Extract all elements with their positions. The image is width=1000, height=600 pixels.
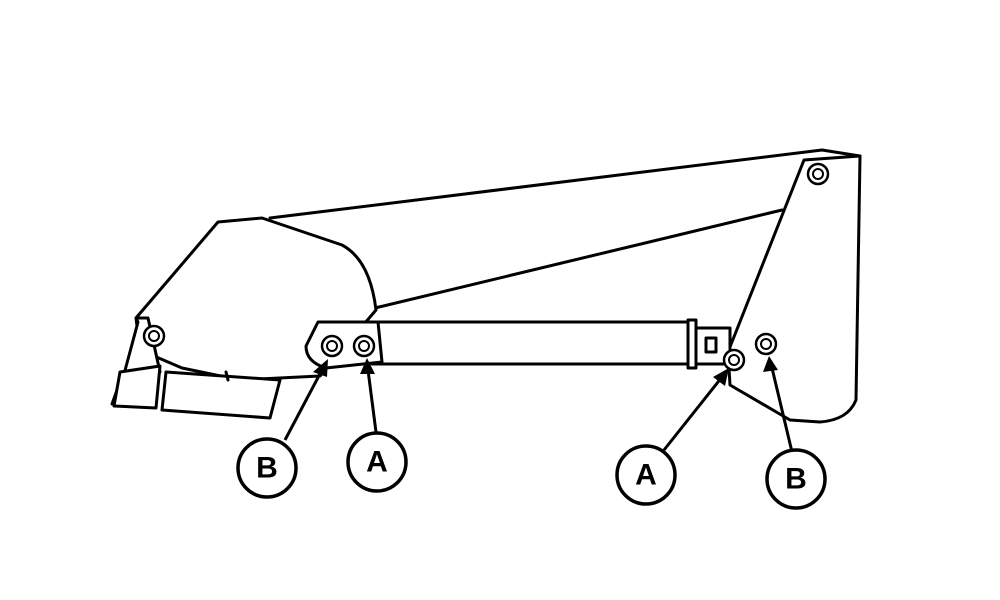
callout-a-left: A [346, 431, 408, 493]
bucket [110, 216, 378, 420]
mount-bracket [726, 154, 862, 424]
callout-b-right: B [765, 448, 827, 510]
leader-b-left [283, 359, 328, 441]
leader-b-right [763, 356, 794, 453]
svg-text:A: A [366, 446, 388, 479]
callout-a-right: A [615, 444, 677, 506]
svg-text:A: A [635, 459, 657, 492]
pin-b-left [320, 334, 344, 358]
pin-a-right [722, 348, 746, 372]
hydraulic-cylinder [370, 318, 732, 370]
leader-a-left [360, 358, 378, 433]
callout-b-left: B [236, 437, 298, 499]
svg-text:B: B [785, 463, 807, 496]
pin-b-right [754, 332, 778, 356]
boom-arm [268, 148, 862, 310]
pin-a-left [352, 334, 376, 358]
svg-text:B: B [256, 452, 278, 485]
pin-bucket-upper [142, 324, 166, 348]
pin-mount-top [806, 162, 830, 186]
leader-a-right [662, 368, 729, 451]
